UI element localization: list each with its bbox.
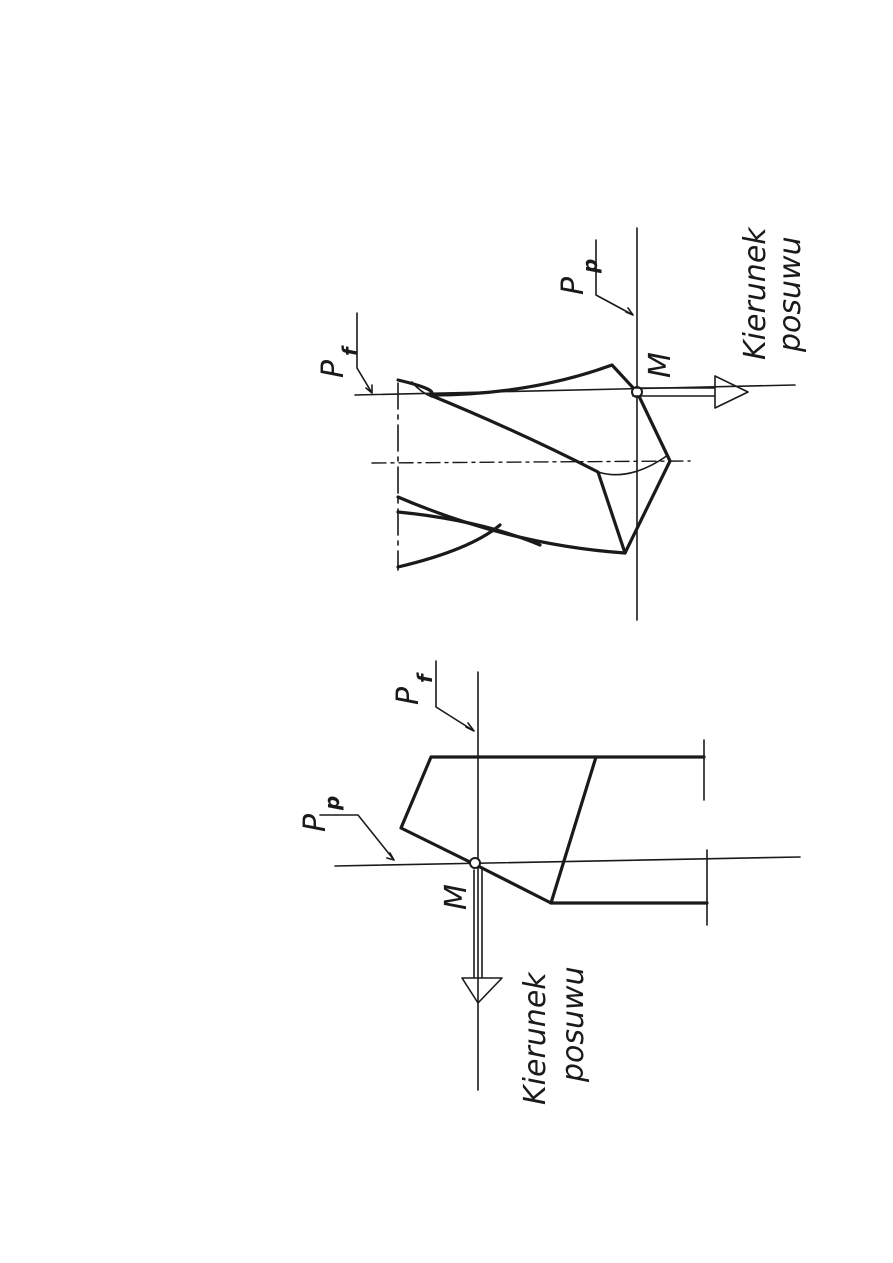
left-pf-subscript: f — [413, 672, 437, 683]
left-tool-diagonal-edge — [549, 755, 598, 905]
left-pp-label: P p — [298, 796, 344, 832]
left-point-m-text: M — [439, 884, 474, 910]
left-pp-leader — [319, 814, 395, 861]
right-pf-label: P f — [316, 345, 362, 378]
left-point-m-label: M — [439, 884, 474, 910]
left-tool-outline — [399, 755, 706, 868]
right-pf-leader — [356, 312, 373, 394]
right-feed-direction-label-2: posuwu — [773, 236, 808, 353]
right-drill-flute-upper — [411, 381, 433, 398]
right-point-m-text: M — [643, 352, 678, 378]
right-point-m-label: M — [643, 352, 678, 378]
left-plane-pp-line — [334, 856, 801, 867]
left-tool-shank-end — [703, 739, 708, 926]
right-pp-label: P p — [556, 259, 602, 295]
right-pp-symbol: P — [556, 276, 591, 295]
right-feed-arrow — [632, 375, 749, 409]
right-pf-subscript: f — [338, 345, 362, 356]
left-feed-direction-label: Kierunek — [518, 971, 553, 1105]
left-pp-subscript: p — [320, 796, 344, 811]
left-point-m-marker — [469, 857, 481, 869]
left-pp-symbol: P — [298, 813, 333, 832]
left-tool-lower-edge — [476, 864, 709, 905]
right-center-line — [371, 460, 691, 464]
right-pp-leader — [595, 239, 634, 316]
left-feed-direction-label-2: posuwu — [556, 966, 591, 1083]
left-feed-direction-line2: posuwu — [556, 966, 591, 1083]
right-feed-direction-line1: Kierunek — [738, 226, 773, 360]
right-feed-direction-label: Kierunek — [738, 226, 773, 360]
right-feed-direction-line2: posuwu — [773, 236, 808, 353]
left-tool — [319, 660, 801, 1091]
right-plane-pf-line — [354, 384, 796, 396]
right-pp-subscript: p — [578, 259, 602, 274]
right-drill-flute-lower — [396, 510, 542, 569]
right-tool — [354, 227, 796, 621]
right-drill-cutting-edge — [428, 393, 627, 555]
left-pf-leader — [435, 660, 475, 732]
left-feed-arrow — [461, 869, 503, 1004]
left-pf-symbol: P — [391, 686, 426, 705]
left-feed-direction-line1: Kierunek — [518, 971, 553, 1105]
right-point-m-marker — [631, 386, 643, 398]
left-pf-label: P f — [391, 672, 437, 705]
right-pf-symbol: P — [316, 359, 351, 378]
right-drill-chisel-edge — [597, 454, 669, 476]
